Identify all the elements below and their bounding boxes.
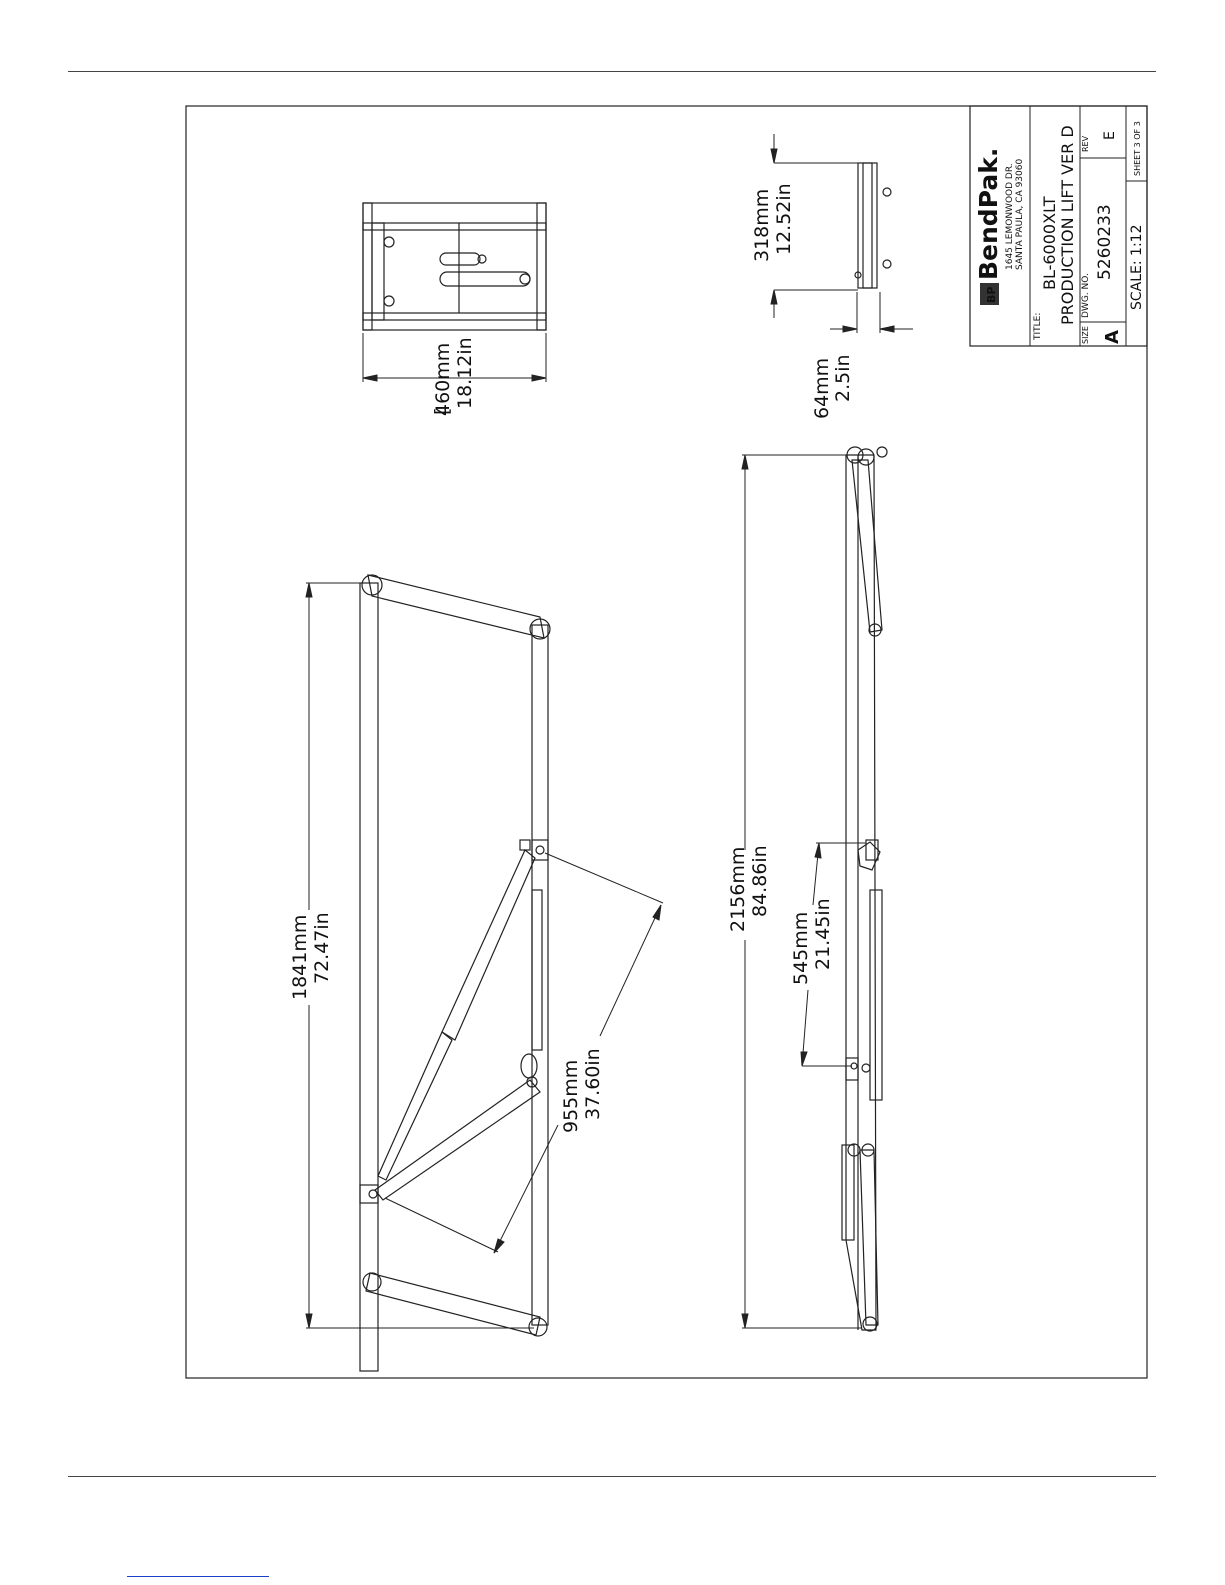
title-line-2: PRODUCTION LIFT VER D <box>1058 125 1077 325</box>
drawing-border <box>186 106 1147 1378</box>
title-line-1: BL-6000XLT <box>1040 196 1059 290</box>
plan-view <box>360 575 550 1371</box>
address-line-1: 1645 LEMONWOOD DR. <box>1005 163 1015 270</box>
dim-pivot-in: 21.45in <box>812 898 834 970</box>
dim-length-plan-in: 72.47in <box>311 912 333 984</box>
end-view <box>363 203 546 330</box>
dim-length-side-in: 84.86in <box>749 845 771 917</box>
bracket-460: [ <box>431 408 453 415</box>
dim-width-top-in: 18.12in <box>454 337 476 409</box>
size-value: A <box>1102 330 1123 344</box>
dim-height-side-mm: 318mm <box>751 189 773 262</box>
address-line-2: SANTA PAULA, CA 93060 <box>1015 159 1025 270</box>
dim-length-plan-mm: 1841mm <box>289 915 311 1000</box>
dim-length-side-mm: 2156mm <box>727 847 749 932</box>
title-block: BP BendPak. 1645 LEMONWOOD DR. SANTA PAU… <box>970 106 1147 346</box>
dim-thickness-mm: 64mm <box>811 358 833 419</box>
dim-cylinder <box>385 853 663 1253</box>
size-label: SIZE <box>1081 326 1090 344</box>
side-view <box>842 447 887 1331</box>
dim-thickness <box>830 292 913 333</box>
dim-width-top-mm: 460mm <box>432 343 454 416</box>
dwg-value: 5260233 <box>1095 204 1115 280</box>
dim-length-plan <box>306 583 534 1328</box>
rev-label: REV <box>1081 135 1090 152</box>
rev-value: E <box>1102 131 1118 140</box>
dim-height-side-in: 12.52in <box>773 183 795 255</box>
sheet-text: SHEET 3 OF 3 <box>1133 121 1142 176</box>
dim-pivot-mm: 545mm <box>790 912 812 985</box>
dwg-label: DWG. NO. <box>1081 273 1091 318</box>
company-logo: BendPak. <box>974 148 1003 280</box>
dim-cylinder-mm: 955mm <box>560 1060 582 1133</box>
scale-text: SCALE: 1:12 <box>1129 225 1145 311</box>
logo-mark: BP <box>985 287 998 303</box>
side-end-view <box>855 163 891 288</box>
dim-cylinder-in: 37.60in <box>582 1048 604 1120</box>
title-label: TITLE: <box>1033 313 1043 341</box>
dim-thickness-in: 2.5in <box>832 354 854 402</box>
